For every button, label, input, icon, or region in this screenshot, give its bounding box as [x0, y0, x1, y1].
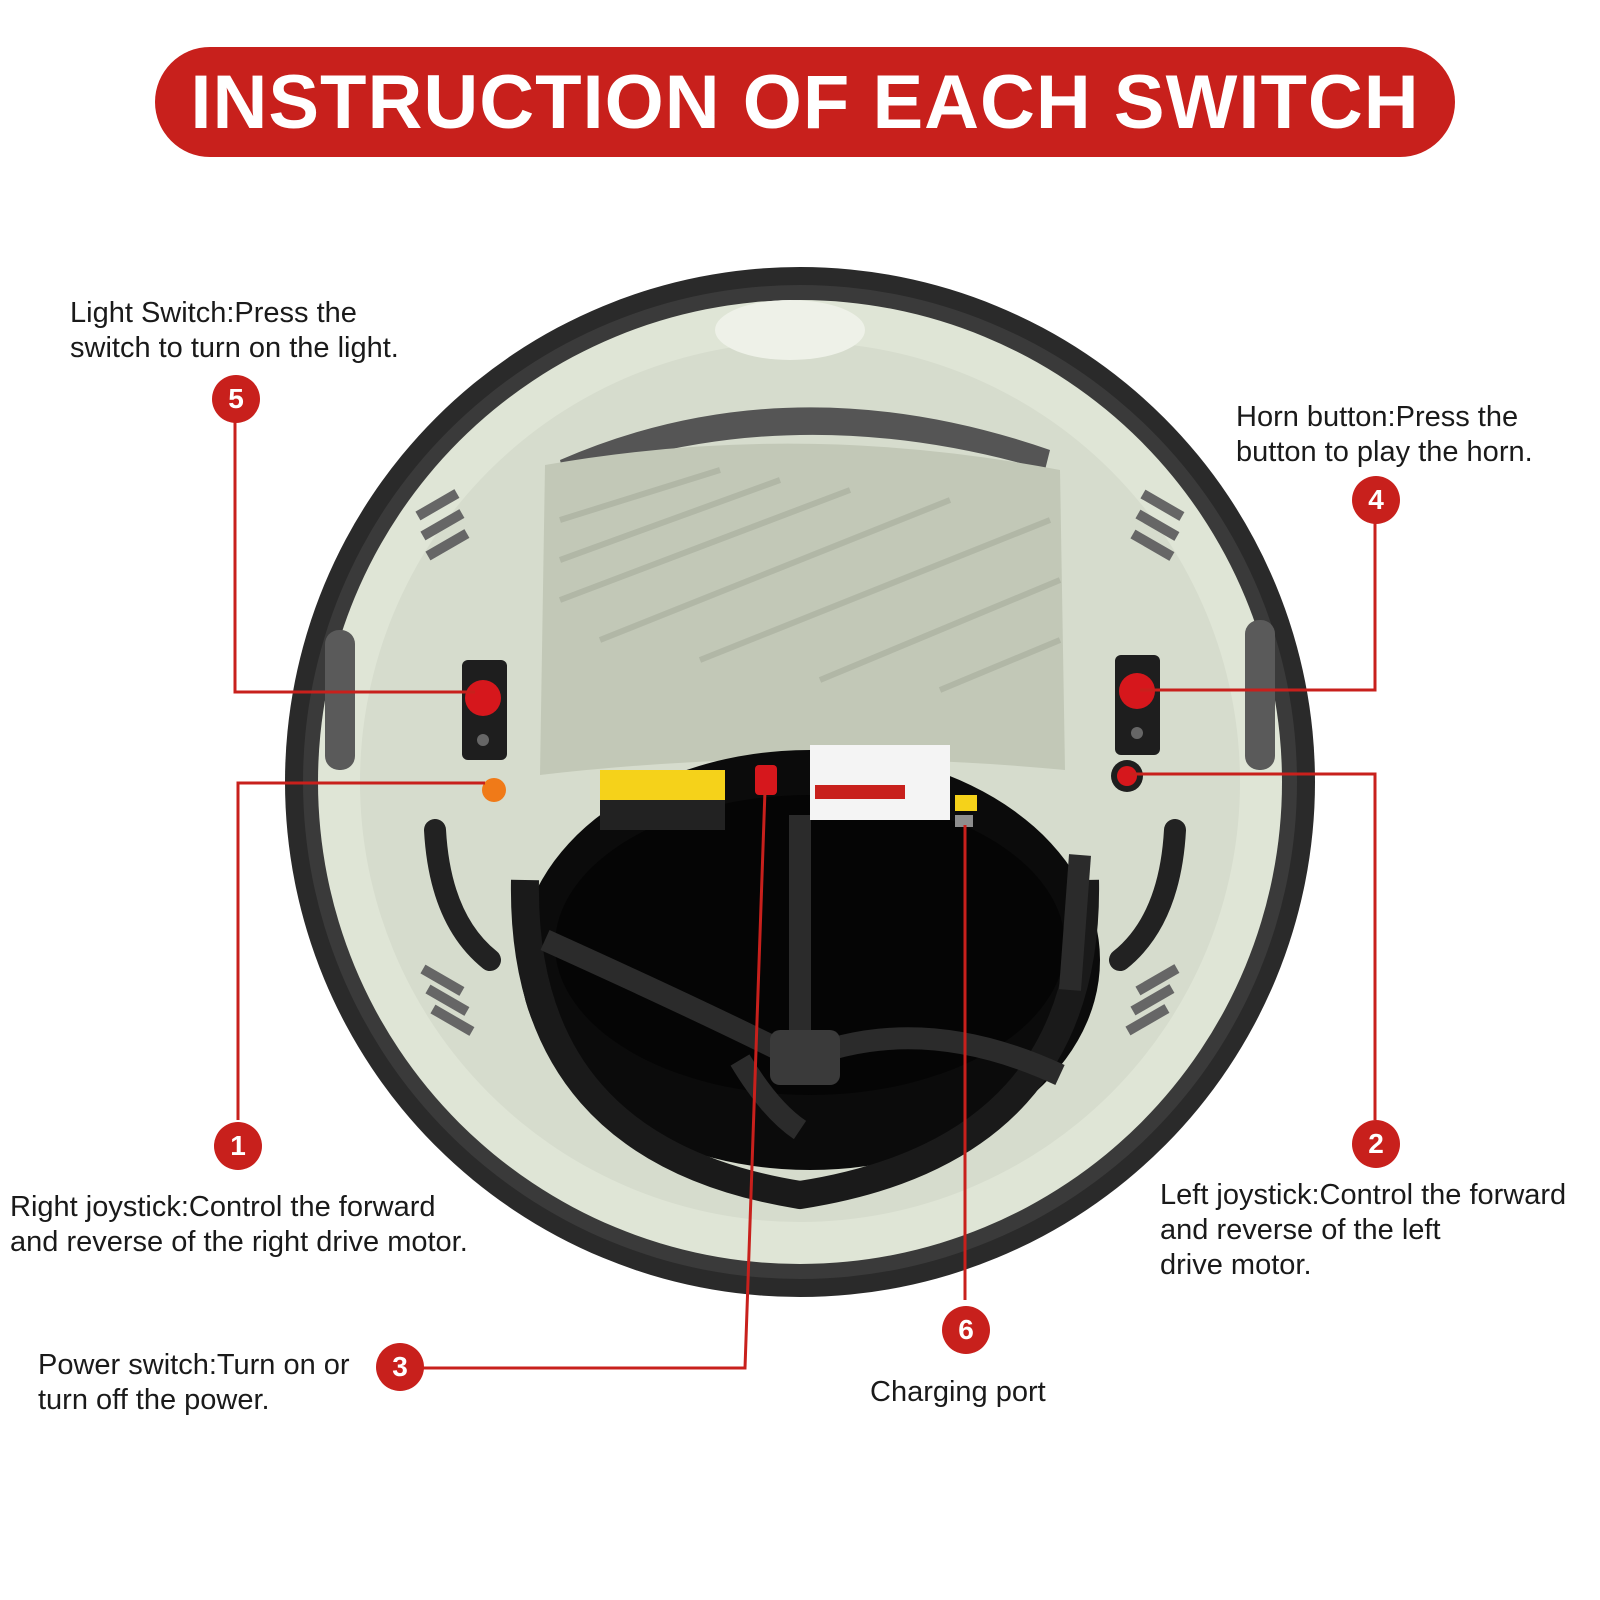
callout-badge-5: 5 — [212, 375, 260, 423]
callout-label-left-joystick: Left joystick:Control the forward and re… — [1160, 1179, 1567, 1281]
leader-lines — [233, 420, 1377, 1370]
seat-rim — [510, 879, 1100, 1210]
left-vents — [415, 489, 475, 1036]
cockpit-floor — [540, 443, 1065, 775]
charging-port-icon — [955, 815, 973, 827]
callout-badge-2: 2 — [1352, 1120, 1400, 1168]
front-handle — [560, 407, 1050, 480]
right-vents — [1125, 489, 1185, 1036]
callout-badge-1: 1 — [214, 1122, 262, 1170]
page-title: INSTRUCTION OF EACH SWITCH — [190, 59, 1420, 145]
belt-buckle — [770, 1030, 840, 1085]
callout-label-charging-port: Charging port — [870, 1376, 1046, 1408]
joystick-switch-icon — [1115, 655, 1160, 755]
callout-badge-4: 4 — [1352, 476, 1400, 524]
light-button-icon — [482, 778, 506, 802]
callout-badge-6: 6 — [942, 1306, 990, 1354]
horn-button-icon — [1111, 760, 1143, 792]
callout-badge-3: 3 — [376, 1343, 424, 1391]
callout-label-horn-button: Horn button:Press the button to play the… — [1236, 401, 1533, 468]
power-switch-icon — [755, 765, 777, 795]
warning-sticker-white — [810, 745, 950, 820]
callout-label-right-joystick: Right joystick:Control the forward and r… — [10, 1191, 468, 1258]
title-banner: INSTRUCTION OF EACH SWITCH — [155, 47, 1455, 157]
callout-label-power-switch: Power switch:Turn on or turn off the pow… — [38, 1349, 350, 1416]
callout-label-light-switch: Light Switch:Press the switch to turn on… — [70, 297, 399, 364]
joystick-switch-icon — [462, 660, 507, 760]
